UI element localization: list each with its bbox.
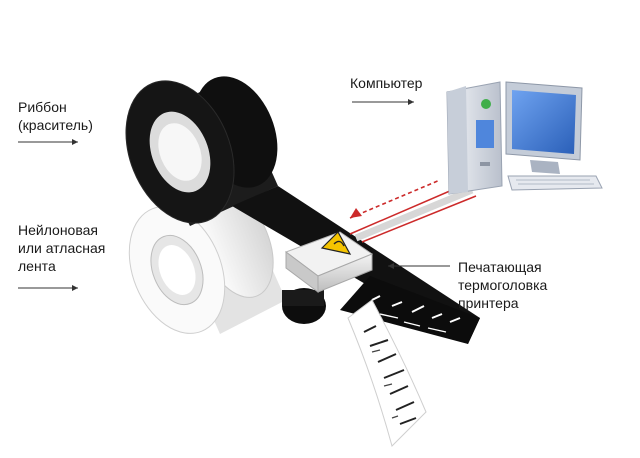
warning-triangle-icon: [320, 231, 352, 255]
computer: [446, 81, 603, 195]
ribbon-label: Риббон (краситель): [18, 99, 93, 133]
data-arrow: [349, 179, 441, 219]
print-head-label: Печатающая термоголовка принтера: [458, 259, 548, 311]
computer-label: Компьютер: [350, 75, 423, 91]
platen-roller: [282, 288, 326, 324]
data-lines: [349, 179, 477, 243]
printed-ribbon-strip: [340, 276, 480, 344]
label-arrows: [18, 99, 450, 291]
printed-tape-exit: [347, 299, 427, 447]
tape-label: Нейлоновая или атласная лента: [18, 222, 106, 274]
ribbon-roll: [125, 76, 278, 226]
print-head: [284, 231, 374, 293]
tape-roll: [128, 188, 286, 334]
